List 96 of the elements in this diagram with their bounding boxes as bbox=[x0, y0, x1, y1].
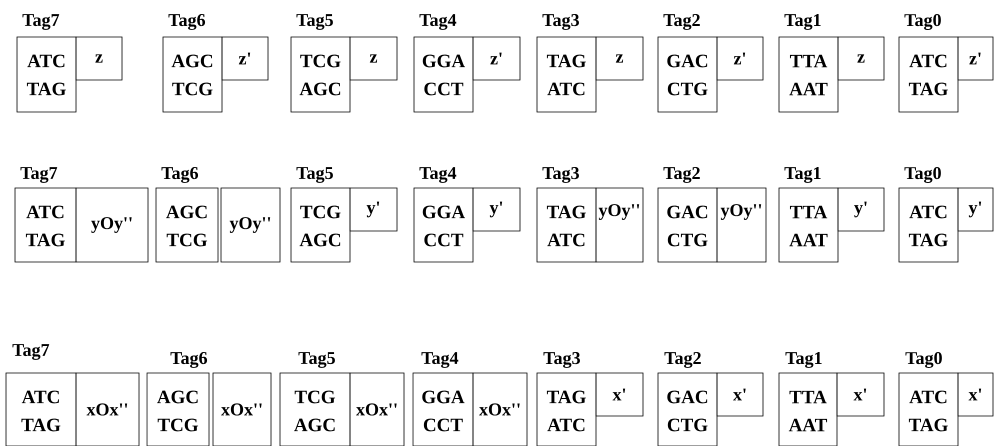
sequence-text: GGA bbox=[422, 390, 464, 404]
sequence-text: GGA bbox=[422, 54, 465, 68]
sequence-text: GAC bbox=[667, 390, 708, 404]
strand-label: xOx'' bbox=[479, 403, 520, 416]
strand-label: y' bbox=[968, 202, 982, 218]
sequence-text: TAG bbox=[546, 206, 586, 218]
tag-heading: Tag1 bbox=[784, 14, 821, 30]
sequence-text: AGC bbox=[300, 82, 340, 96]
sequence-text: CTG bbox=[668, 82, 708, 96]
tag-heading: Tag6 bbox=[168, 14, 206, 30]
sequence-text: TAG bbox=[908, 418, 948, 432]
sequence-text: TTA bbox=[789, 390, 827, 404]
strand-label: xOx'' bbox=[221, 403, 262, 416]
tag-heading: Tag3 bbox=[543, 352, 580, 368]
sequence-text: TCG bbox=[166, 234, 208, 246]
sequence-text: ATC bbox=[27, 54, 64, 68]
sequence-text: ATC bbox=[547, 82, 584, 96]
strand-label: x' bbox=[854, 388, 866, 400]
tag-heading: Tag0 bbox=[904, 167, 941, 183]
tag-heading: Tag2 bbox=[663, 14, 700, 30]
sequence-text: GGA bbox=[422, 206, 465, 218]
strand-label: y' bbox=[490, 202, 502, 218]
sequence-text: TCG bbox=[300, 54, 341, 68]
tag-heading: Tag5 bbox=[296, 14, 333, 30]
sequence-text: ATC bbox=[22, 390, 59, 404]
sequence-text: TAG bbox=[546, 390, 586, 404]
sequence-text: ATC bbox=[909, 390, 946, 404]
tag-heading: Tag1 bbox=[784, 167, 821, 183]
strand-label: z bbox=[857, 54, 865, 63]
strand-label: yOy'' bbox=[230, 217, 270, 233]
strand-label: z' bbox=[969, 52, 981, 64]
sequence-text: ATC bbox=[909, 206, 946, 218]
sequence-text: AGC bbox=[300, 234, 340, 246]
sequence-text: CCT bbox=[424, 82, 464, 96]
strand-label: z bbox=[95, 54, 103, 63]
sequence-text: TAG bbox=[908, 82, 948, 96]
strand-label: yOy'' bbox=[598, 204, 640, 220]
sequence-text: AAT bbox=[789, 82, 828, 96]
sequence-text: CTG bbox=[668, 418, 708, 432]
strand-label: yOy'' bbox=[720, 204, 762, 220]
sequence-text: ATC bbox=[26, 206, 64, 218]
strand-label: x' bbox=[968, 388, 982, 400]
sequence-text: ATC bbox=[909, 54, 946, 68]
sequence-text: AGC bbox=[157, 390, 198, 404]
sequence-text: AGC bbox=[294, 418, 335, 432]
sequence-text: TTA bbox=[790, 54, 828, 68]
strand-label: x' bbox=[733, 388, 746, 400]
strand-label: z' bbox=[238, 52, 250, 64]
tag-heading: Tag4 bbox=[422, 352, 458, 368]
sequence-text: TAG bbox=[21, 418, 60, 432]
tag-heading: Tag3 bbox=[542, 14, 579, 30]
strand-label: z' bbox=[734, 52, 746, 64]
strand-label: x' bbox=[612, 388, 626, 400]
strand-label: yOy'' bbox=[91, 217, 132, 233]
tag-heading: Tag1 bbox=[785, 352, 822, 368]
tag-heading: Tag7 bbox=[22, 14, 60, 30]
tag-heading: Tag0 bbox=[904, 14, 941, 30]
sequence-text: CCT bbox=[424, 234, 464, 246]
sequence-text: GAC bbox=[667, 206, 708, 218]
tag-heading: Tag4 bbox=[420, 167, 456, 183]
sequence-text: TCG bbox=[158, 418, 198, 432]
tag-heading: Tag2 bbox=[664, 352, 701, 368]
strand-label: z bbox=[616, 54, 624, 63]
strand-label: y' bbox=[366, 202, 380, 218]
tag-heading: Tag0 bbox=[905, 352, 942, 368]
tag-heading: Tag7 bbox=[12, 344, 50, 360]
sequence-text: TTA bbox=[790, 206, 828, 218]
sequence-text: TAG bbox=[26, 82, 66, 96]
sequence-text: AGC bbox=[172, 54, 212, 68]
strand-label: y' bbox=[854, 202, 867, 218]
tag-heading: Tag5 bbox=[298, 352, 335, 368]
sequence-text: TCG bbox=[300, 206, 341, 218]
sequence-text: AAT bbox=[789, 234, 828, 246]
sequence-text: GAC bbox=[667, 54, 708, 68]
tag-heading: Tag5 bbox=[296, 167, 333, 183]
sequence-text: ATC bbox=[547, 418, 584, 432]
tag-heading: Tag7 bbox=[20, 167, 58, 183]
tag-heading: Tag6 bbox=[162, 167, 198, 183]
strand-label: z bbox=[370, 54, 378, 63]
sequence-text: TAG bbox=[908, 234, 948, 246]
sequence-text: AGC bbox=[166, 206, 207, 218]
tag-heading: Tag4 bbox=[420, 14, 456, 30]
strand-label: z' bbox=[490, 52, 502, 64]
strand-label: xOx'' bbox=[86, 403, 128, 416]
sequence-text: ATC bbox=[547, 234, 584, 246]
sequence-text: TAG bbox=[26, 234, 65, 246]
strand-label: xOx'' bbox=[356, 403, 397, 416]
sequence-text: TAG bbox=[546, 54, 586, 68]
sequence-text: CCT bbox=[424, 418, 463, 432]
sequence-text: TCG bbox=[172, 82, 213, 96]
sequence-text: CTG bbox=[668, 234, 708, 246]
tag-heading: Tag2 bbox=[663, 167, 700, 183]
tag-heading: Tag6 bbox=[170, 352, 208, 368]
sequence-text: TCG bbox=[294, 390, 336, 404]
sequence-text: AAT bbox=[788, 418, 828, 432]
tag-heading: Tag3 bbox=[542, 167, 579, 183]
